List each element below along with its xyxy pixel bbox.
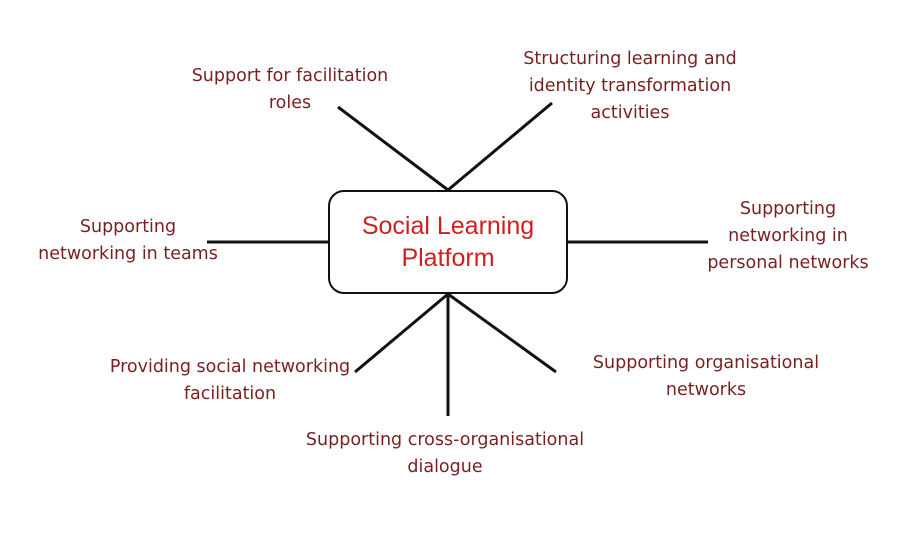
node-structuring-learning: Structuring learning and identity transf… xyxy=(490,46,770,127)
node-label-line: Providing social networking xyxy=(109,357,351,377)
node-label-line: personal networks xyxy=(707,253,869,273)
node-label-line: Support for facilitation xyxy=(191,66,389,86)
node-networking-in-teams: Supporting networking in teams xyxy=(12,214,244,268)
center-node-label: Social Learning Platform xyxy=(338,210,558,274)
node-social-networking-facilitation: Providing social networking facilitation xyxy=(80,354,380,408)
node-organisational-networks: Supporting organisational networks xyxy=(566,350,846,404)
node-label-line: roles xyxy=(268,93,312,113)
node-networking-personal-networks: Supporting networking in personal networ… xyxy=(686,196,890,277)
node-label-line: identity transformation xyxy=(528,76,732,96)
node-label-line: networking in teams xyxy=(38,244,218,264)
center-node-social-learning-platform: Social Learning Platform xyxy=(328,190,568,294)
node-label-line: networks xyxy=(665,380,747,400)
node-label-line: Supporting xyxy=(739,199,837,219)
node-label-line: Supporting cross-organisational xyxy=(305,430,585,450)
node-label-line: Structuring learning and xyxy=(523,49,737,69)
node-label-line: facilitation xyxy=(183,384,277,404)
node-label-line: dialogue xyxy=(407,457,483,477)
node-label-line: activities xyxy=(590,103,670,123)
connector-facilitation-roles xyxy=(337,105,449,192)
node-cross-organisational-dialogue: Supporting cross-organisational dialogue xyxy=(270,427,620,481)
connector-social-networking-facilitation xyxy=(354,292,449,374)
node-label-line: Supporting organisational xyxy=(592,353,820,373)
center-label-line: Platform xyxy=(401,244,495,272)
connector-organisational-networks xyxy=(447,292,557,374)
connector-structuring-learning xyxy=(447,101,553,192)
node-support-facilitation-roles: Support for facilitation roles xyxy=(160,63,420,117)
node-label-line: networking in xyxy=(728,226,848,246)
center-label-line: Social Learning xyxy=(361,212,535,240)
node-label-line: Supporting xyxy=(79,217,177,237)
